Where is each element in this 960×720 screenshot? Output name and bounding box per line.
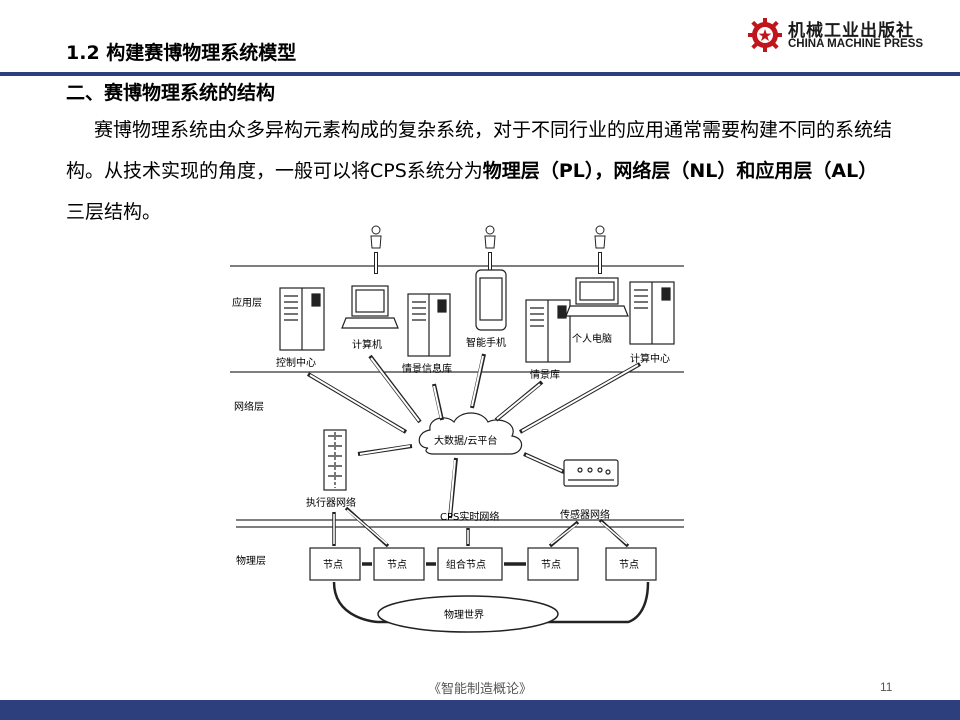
node-label-3: 节点 [541, 559, 561, 571]
cloud-label: 大数据/云平台 [434, 434, 497, 447]
node-box-4 [605, 547, 657, 581]
body-paragraph: 赛博物理系统由众多异构元素构成的复杂系统，对于不同行业的应用通常需要构建不同的系… [66, 110, 896, 233]
physical-world-label: 物理世界 [444, 608, 484, 621]
gear-logo-icon [748, 18, 782, 52]
scene-lib-label: 情景库 [530, 368, 560, 381]
logo-chinese-name: 机械工业出版社 [788, 21, 914, 41]
paragraph-pl-abbr: （PL）， [539, 160, 614, 182]
smartphone-label: 智能手机 [466, 336, 506, 349]
term-application-layer: 应用层 [755, 160, 813, 182]
page-number: 11 [880, 680, 893, 694]
physical-world-ellipse [377, 595, 559, 633]
node-label-2: 节点 [387, 559, 407, 571]
control-center-label: 控制中心 [276, 356, 316, 369]
scene-library-icon [525, 299, 571, 363]
scene-database-icon [407, 293, 451, 357]
cps-net-label: CPS实时网络 [440, 510, 499, 523]
footer-bar [0, 700, 960, 720]
computer-label: 计算机 [352, 338, 382, 351]
sensor-net-label: 传感器网络 [560, 508, 610, 521]
logo-english-name: CHINA MACHINE PRESS [788, 38, 924, 50]
computer-icon [341, 285, 399, 329]
cps-architecture-diagram: 应用层 网络层 物理层 [230, 225, 684, 633]
compute-center-icon [629, 281, 675, 345]
publisher-logo: 机械工业出版社 CHINA MACHINE PRESS [748, 16, 948, 56]
paragraph-text-end: 三层结构。 [66, 201, 162, 223]
net-layer-label: 网络层 [234, 400, 264, 413]
node-box-3 [527, 547, 579, 581]
compute-center-label: 计算中心 [630, 352, 670, 365]
pc-label: 个人电脑 [572, 332, 612, 345]
paragraph-nl-abbr: （NL）和 [670, 160, 756, 182]
control-center-icon [279, 287, 325, 351]
physical-world-loop [332, 581, 650, 624]
laptop-icon [565, 277, 629, 317]
combo-node-label: 组合节点 [446, 558, 486, 571]
scene-db-label: 情景信息库 [402, 362, 452, 375]
user-icon-1 [370, 225, 382, 249]
paragraph-text-1: 赛博物理系统由众多异构元素构成的复杂系统，对于不同行业的应用通常需要构建不同的系… [66, 119, 893, 182]
actuator-icon [323, 429, 347, 491]
phys-layer-label: 物理层 [236, 554, 266, 567]
header-rule [0, 72, 960, 76]
term-physical-layer: 物理层 [482, 160, 540, 182]
cloud-icon [418, 412, 523, 455]
sensor-device-icon [563, 459, 619, 487]
paragraph-al-abbr: （AL） [812, 160, 878, 182]
slide-title: 1.2 构建赛博物理系统模型 [66, 42, 297, 64]
footer-book-title: 《智能制造概论》 [427, 682, 532, 697]
node-box-1 [309, 547, 361, 581]
user-icon-2 [484, 225, 496, 249]
user-icon-3 [594, 225, 606, 249]
term-network-layer: 网络层 [613, 160, 671, 182]
node-label-4: 节点 [619, 559, 639, 571]
actuator-net-label: 执行器网络 [306, 496, 356, 509]
node-box-2 [373, 547, 425, 581]
section-subheading: 二、赛博物理系统的结构 [66, 82, 276, 104]
smartphone-icon [475, 269, 507, 331]
app-layer-label: 应用层 [232, 296, 262, 309]
combo-node-box [437, 547, 503, 581]
node-label-1: 节点 [323, 559, 343, 571]
